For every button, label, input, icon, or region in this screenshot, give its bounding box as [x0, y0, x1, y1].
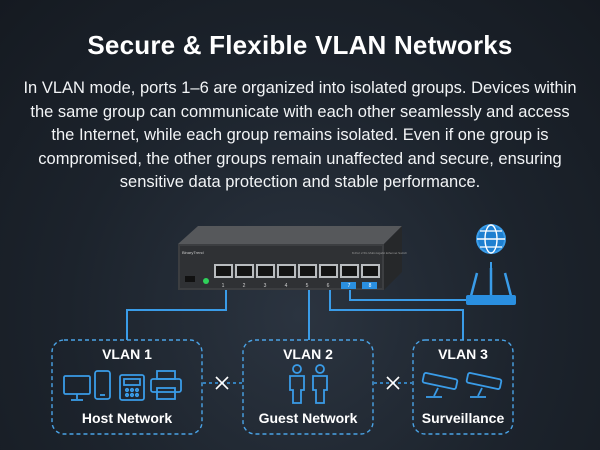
vlan3-box	[412, 339, 514, 435]
port-numbers: 1 2 3 4 5 6 7 8	[222, 282, 377, 289]
port-number: 7	[348, 283, 351, 289]
network-switch: BinaryTrend 8-Port 2.5G Multi-Gigabit Et…	[178, 226, 407, 290]
port-number: 5	[306, 283, 309, 289]
link-router	[470, 262, 492, 301]
vlan3-group: Surveillance	[422, 410, 505, 426]
camera-icon	[421, 372, 459, 398]
port-number: 3	[264, 283, 267, 289]
link-port1-vlan1	[126, 290, 227, 340]
vlan2-group: Guest Network	[259, 410, 358, 426]
camera-icon	[465, 372, 503, 398]
connection-lines	[126, 262, 492, 340]
port-number: 8	[369, 283, 372, 289]
vlan2-name: VLAN 2	[283, 346, 333, 362]
vlan2-box	[242, 339, 374, 435]
page-title: Secure & Flexible VLAN Networks	[87, 30, 513, 60]
printer-icon	[150, 370, 182, 400]
link-port6-vlan3	[329, 290, 464, 340]
blocked-link-icon	[374, 376, 412, 390]
monitor-icon	[63, 375, 91, 401]
person-icon	[289, 364, 305, 404]
globe-icon	[476, 224, 506, 254]
port-number: 4	[285, 283, 288, 289]
vlan1-group: Host Network	[82, 410, 172, 426]
vlan3-name: VLAN 3	[438, 346, 488, 362]
blocked-link-icon	[203, 376, 242, 390]
vlan1-name: VLAN 1	[102, 346, 152, 362]
switch-brand: BinaryTrend	[182, 250, 204, 255]
power-led	[203, 278, 209, 284]
power-port	[185, 276, 195, 282]
switch-model: 8-Port 2.5G Multi-Gigabit Ethernet Switc…	[352, 251, 407, 255]
ip-phone-icon	[119, 374, 145, 401]
person-icon	[312, 364, 328, 404]
port-number: 6	[327, 283, 330, 289]
ethernet-ports	[214, 264, 380, 278]
phone-icon	[94, 370, 111, 400]
port-number: 1	[222, 283, 225, 289]
vlan1-box	[51, 339, 203, 435]
port-number: 2	[243, 283, 246, 289]
router-icon	[466, 268, 516, 305]
link-uplink-router	[349, 290, 470, 301]
page-description: In VLAN mode, ports 1–6 are organized in…	[23, 79, 577, 191]
